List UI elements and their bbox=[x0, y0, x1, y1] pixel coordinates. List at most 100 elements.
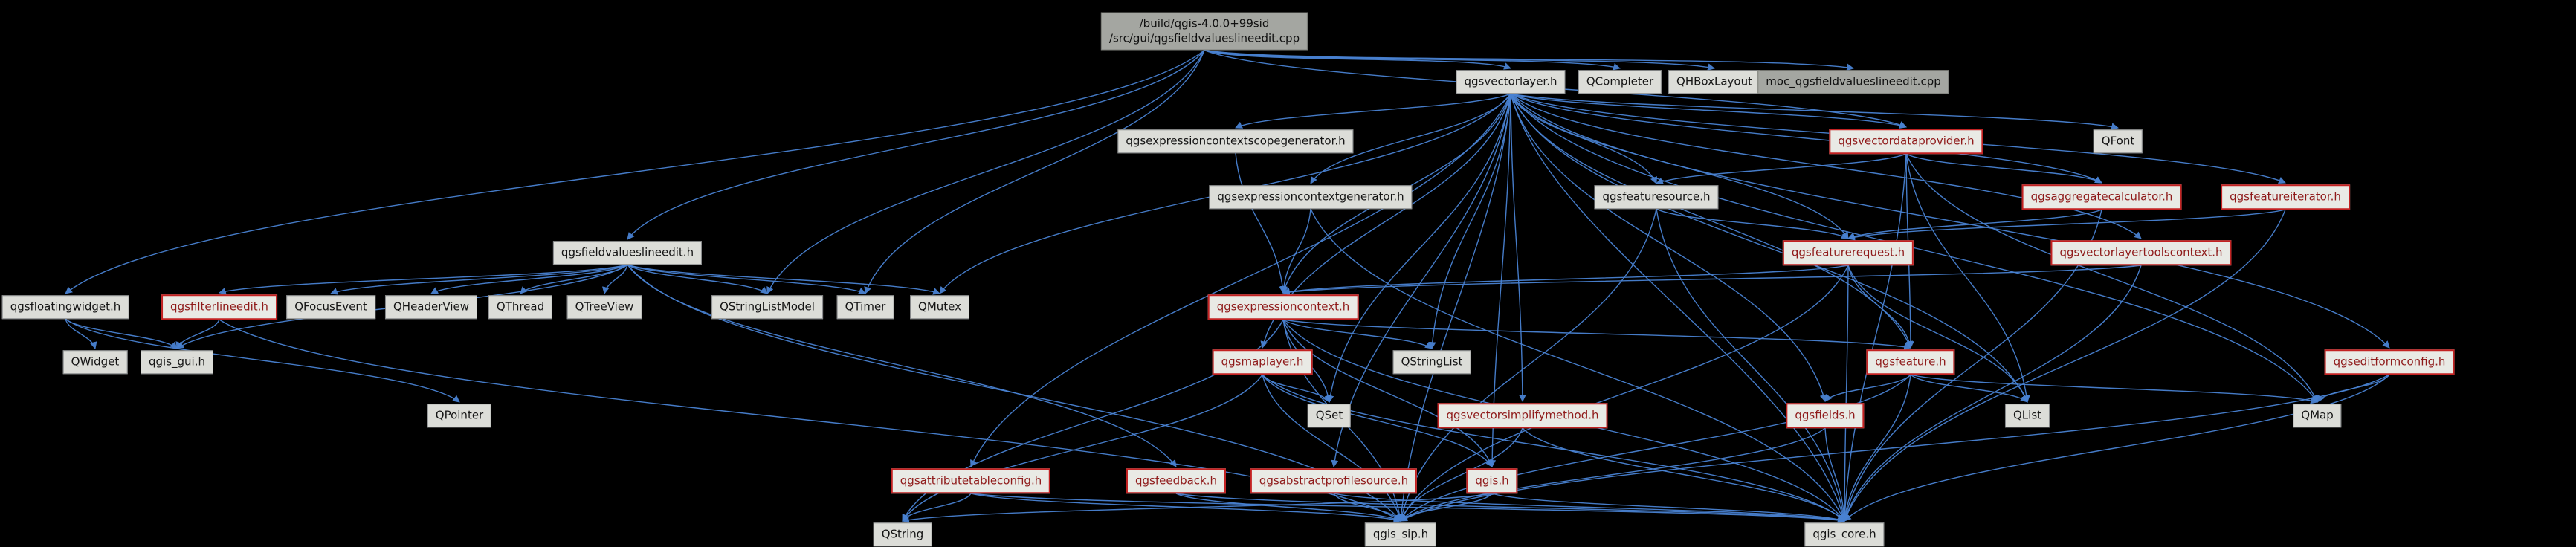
include-edge-qgis_h-qstring bbox=[902, 493, 1493, 524]
include-edge-qgis_h-qgis_core bbox=[1491, 493, 1845, 523]
include-edge-vectorlayer-fields bbox=[1510, 93, 1827, 402]
include-edge-aggregatecalc-featurerequest bbox=[1847, 209, 2102, 239]
graph-node-attrtableconfig[interactable]: qgsattributetableconfig.h bbox=[891, 468, 1051, 493]
include-edge-qgis_h-qgis_sip bbox=[1400, 493, 1493, 522]
graph-node-vltoolscontext[interactable]: qgsvectorlayertoolscontext.h bbox=[2050, 240, 2232, 265]
graph-node-qstringlistmodel[interactable]: QStringListModel bbox=[711, 295, 823, 319]
graph-node-qfont[interactable]: QFont bbox=[2093, 129, 2143, 153]
include-edge-featuresource-qgis_sip bbox=[1398, 208, 1657, 522]
include-edge-featureiterator-qgis_core bbox=[1843, 209, 2286, 522]
graph-node-qgis_gui[interactable]: qgis_gui.h bbox=[141, 350, 213, 374]
include-edge-vectorlayer-featuresource bbox=[1510, 93, 1657, 184]
include-edge-feature-qmap bbox=[1910, 374, 2318, 404]
graph-node-qtimer[interactable]: QTimer bbox=[836, 295, 894, 319]
graph-node-scopegen[interactable]: qgsexpressioncontextscopegenerator.h bbox=[1117, 129, 1354, 153]
include-edge-fieldvalues_h-filterlineedit bbox=[219, 264, 628, 295]
include-edge-featurerequest-qgis_sip bbox=[1400, 265, 1849, 522]
include-edge-vectorlayer-vltoolscontext bbox=[1510, 93, 2142, 239]
graph-node-qgis_core[interactable]: qgis_core.h bbox=[1804, 522, 1885, 546]
include-edge-feature-fields bbox=[1824, 374, 1911, 402]
include-edge-vectorlayer-vectorsimplify bbox=[1510, 93, 1526, 402]
graph-node-fields[interactable]: qgsfields.h bbox=[1786, 403, 1865, 428]
graph-node-qhboxlayout[interactable]: QHBoxLayout bbox=[1668, 70, 1760, 94]
graph-node-qwidget[interactable]: QWidget bbox=[62, 350, 128, 374]
include-edge-vectorlayer-editformconfig bbox=[1510, 93, 2390, 349]
graph-node-qmutex[interactable]: QMutex bbox=[910, 295, 969, 319]
graph-node-qstring[interactable]: QString bbox=[873, 522, 932, 546]
include-edge-fields-qgis_sip bbox=[1400, 427, 1826, 522]
graph-node-qmap[interactable]: QMap bbox=[2293, 404, 2342, 427]
include-edge-filterlineedit-qgis_gui bbox=[175, 319, 220, 349]
graph-node-featuresource[interactable]: qgsfeaturesource.h bbox=[1594, 185, 1719, 209]
graph-node-abstractprofile[interactable]: qgsabstractprofilesource.h bbox=[1250, 468, 1418, 493]
include-edge-vectordataprovider-featuresource bbox=[1656, 153, 1907, 184]
include-edge-vltoolscontext-exprcontext bbox=[1282, 265, 2142, 296]
graph-node-vectordataprovider[interactable]: qgsvectordataprovider.h bbox=[1829, 129, 1983, 154]
graph-node-qfocusevent[interactable]: QFocusEvent bbox=[286, 295, 375, 319]
graph-node-maplayer[interactable]: qgsmaplayer.h bbox=[1212, 349, 1313, 375]
include-edge-exprcontext-feature bbox=[1282, 319, 1911, 351]
graph-node-filterlineedit[interactable]: qgsfilterlineedit.h bbox=[161, 294, 277, 320]
include-edge-vectorlayer-vectordataprovider bbox=[1510, 93, 1907, 129]
include-edge-feature-qlist bbox=[1910, 374, 2028, 403]
include-edge-fieldvalues_h-qtreeview bbox=[601, 264, 628, 294]
graph-node-exprgen[interactable]: qgsexpressioncontextgenerator.h bbox=[1209, 185, 1413, 209]
include-edge-vectorsimplify-qgis_sip bbox=[1399, 427, 1523, 522]
graph-node-feedback[interactable]: qgsfeedback.h bbox=[1126, 468, 1227, 493]
graph-node-qset[interactable]: QSet bbox=[1307, 404, 1352, 427]
graph-node-qgis_h[interactable]: qgis.h bbox=[1466, 468, 1518, 493]
include-edge-cpp-floatingwidget bbox=[65, 49, 1205, 294]
graph-node-editformconfig[interactable]: qgseditformconfig.h bbox=[2324, 349, 2455, 375]
graph-node-feature[interactable]: qgsfeature.h bbox=[1866, 349, 1955, 375]
graph-node-floatingwidget[interactable]: qgsfloatingwidget.h bbox=[1, 295, 129, 319]
include-edge-vectorlayer-qgis_sip bbox=[1397, 93, 1511, 522]
graph-node-vectorsimplify[interactable]: qgsvectorsimplifymethod.h bbox=[1437, 403, 1608, 428]
graph-node-qlist[interactable]: QList bbox=[2004, 404, 2050, 427]
include-edge-cpp-qstringlistmodel bbox=[766, 50, 1205, 294]
graph-node-qpointer[interactable]: QPointer bbox=[427, 404, 492, 427]
graph-node-qthread[interactable]: QThread bbox=[488, 295, 553, 319]
graph-node-qgis_sip[interactable]: qgis_sip.h bbox=[1364, 522, 1437, 546]
include-edge-maplayer-qgis_core bbox=[1262, 374, 1845, 522]
include-edge-featurerequest-qlist bbox=[1847, 265, 2029, 403]
include-edge-maplayer-qgis_h bbox=[1262, 374, 1493, 467]
include-edge-vectorlayer-qstringlist bbox=[1428, 93, 1511, 349]
include-edge-fieldvalues_h-feedback bbox=[627, 264, 1177, 467]
include-edge-fieldvalues_h-qmutex bbox=[627, 264, 940, 295]
include-edge-exprcontext-qgis_h bbox=[1282, 319, 1494, 467]
include-edge-fieldvalues_h-qheaderview bbox=[430, 264, 628, 294]
graph-node-cpp: /build/qgis-4.0.0+99sid /src/gui/qgsfiel… bbox=[1100, 12, 1308, 51]
include-edge-vectorlayer-scopegen bbox=[1235, 93, 1511, 129]
include-edge-floatingwidget-qwidget bbox=[65, 318, 97, 349]
include-edge-maplayer-qgis_sip bbox=[1262, 374, 1403, 522]
graph-node-moc: moc_qgsfieldvalueslineedit.cpp bbox=[1757, 70, 1949, 94]
graph-node-featureiterator[interactable]: qgsfeatureiterator.h bbox=[2221, 184, 2350, 210]
include-edge-featureiterator-featurerequest bbox=[1847, 209, 2286, 241]
include-edge-featurerequest-feature bbox=[1847, 265, 1914, 349]
include-edge-floatingwidget-qpointer bbox=[65, 318, 460, 403]
include-edge-fields-qgis_core bbox=[1824, 427, 1848, 522]
include-edge-fieldvalues_h-qstringlistmodel bbox=[627, 264, 768, 294]
include-edge-vectordataprovider-qgis_core bbox=[1841, 153, 1907, 522]
include-edge-vectorlayer-qfont bbox=[1510, 93, 2119, 130]
graph-node-aggregatecalc[interactable]: qgsaggregatecalculator.h bbox=[2021, 184, 2182, 210]
graph-node-fieldvalues_h[interactable]: qgsfieldvalueslineedit.h bbox=[552, 241, 703, 265]
include-edge-vectorlayer-attrtableconfig bbox=[970, 93, 1511, 467]
include-edge-vltoolscontext-qgis_core bbox=[1842, 265, 2142, 522]
include-edge-cpp-qhboxlayout bbox=[1204, 49, 1715, 71]
include-edge-vectordataprovider-aggregatecalc bbox=[1905, 153, 2102, 184]
include-edge-featuresource-featurerequest bbox=[1656, 208, 1849, 239]
include-edge-floatingwidget-qgis_gui bbox=[65, 318, 178, 349]
include-edge-abstractprofile-qgis_sip bbox=[1333, 493, 1401, 522]
graph-node-featurerequest[interactable]: qgsfeaturerequest.h bbox=[1782, 240, 1914, 265]
include-edge-cpp-qtimer bbox=[864, 50, 1205, 294]
graph-node-qcompleter[interactable]: QCompleter bbox=[1578, 70, 1662, 94]
graph-node-vectorlayer[interactable]: qgsvectorlayer.h bbox=[1456, 70, 1566, 94]
graph-node-qheaderview[interactable]: QHeaderView bbox=[384, 295, 478, 319]
include-edge-scopegen-exprcontext bbox=[1235, 152, 1287, 294]
graph-node-exprcontext[interactable]: qgsexpressioncontext.h bbox=[1207, 294, 1359, 320]
graph-node-qtreeview[interactable]: QTreeView bbox=[566, 295, 642, 319]
graph-node-qstringlist[interactable]: QStringList bbox=[1392, 350, 1471, 374]
